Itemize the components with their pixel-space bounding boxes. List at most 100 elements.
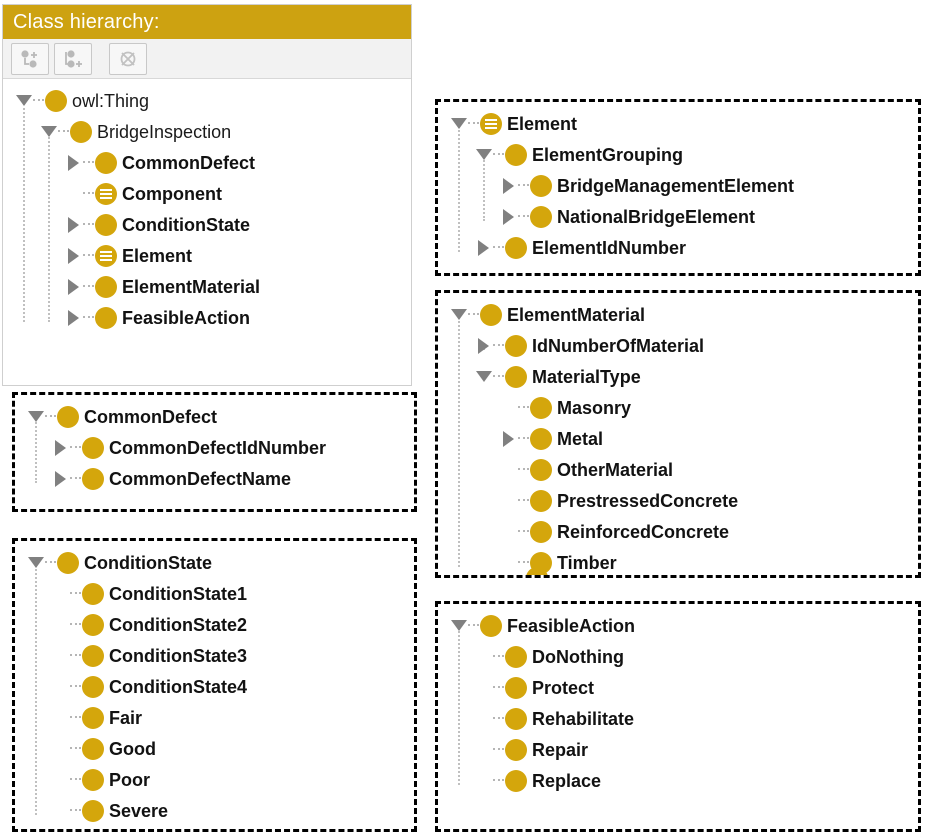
- expand-arrow-right-icon[interactable]: [500, 208, 517, 225]
- expand-arrow-down-icon[interactable]: [450, 617, 467, 634]
- class-icon[interactable]: [505, 769, 527, 792]
- class-label[interactable]: ConditionState: [122, 214, 250, 235]
- class-icon[interactable]: [82, 706, 104, 729]
- expand-arrow-down-icon[interactable]: [475, 368, 492, 385]
- class-label[interactable]: ReinforcedConcrete: [557, 521, 730, 542]
- tree-row[interactable]: CommonDefect: [15, 401, 414, 432]
- tree-row[interactable]: ConditionState3: [15, 640, 414, 671]
- tree-row[interactable]: ConditionState: [3, 209, 411, 240]
- class-icon[interactable]: [82, 436, 104, 459]
- class-icon[interactable]: [57, 405, 79, 428]
- tree-row[interactable]: Timber: [438, 547, 918, 575]
- tree-row[interactable]: FeasibleAction: [438, 610, 918, 641]
- expand-arrow-down-icon[interactable]: [40, 123, 57, 140]
- class-label[interactable]: Severe: [109, 800, 169, 821]
- tree-row[interactable]: ConditionState1: [15, 578, 414, 609]
- class-icon[interactable]: [505, 365, 527, 388]
- class-label[interactable]: Element: [122, 245, 193, 266]
- class-icon[interactable]: [530, 205, 552, 228]
- add-sibling-class-button[interactable]: [54, 42, 92, 75]
- class-icon[interactable]: [45, 89, 67, 112]
- expand-arrow-right-icon[interactable]: [65, 278, 82, 295]
- class-label[interactable]: Metal: [557, 428, 604, 449]
- class-label[interactable]: ElementIdNumber: [532, 237, 687, 258]
- class-label[interactable]: FeasibleAction: [507, 615, 636, 636]
- class-label[interactable]: Timber: [557, 552, 617, 573]
- class-label[interactable]: ElementMaterial: [507, 304, 646, 325]
- tree-row[interactable]: BridgeManagementElement: [438, 170, 918, 201]
- class-label[interactable]: Poor: [109, 769, 151, 790]
- tree-row[interactable]: Good: [15, 733, 414, 764]
- class-icon[interactable]: [505, 236, 527, 259]
- class-label[interactable]: Component: [122, 183, 222, 204]
- class-label[interactable]: Good: [109, 738, 156, 759]
- tree-row[interactable]: ElementIdNumber: [438, 232, 918, 263]
- class-icon[interactable]: [505, 645, 527, 668]
- class-label[interactable]: CommonDefectIdNumber: [109, 437, 327, 458]
- class-icon[interactable]: [82, 737, 104, 760]
- class-icon[interactable]: [82, 768, 104, 791]
- class-icon[interactable]: [82, 467, 104, 490]
- expand-arrow-down-icon[interactable]: [15, 92, 32, 109]
- expand-arrow-right-icon[interactable]: [475, 337, 492, 354]
- tree-row[interactable]: BridgeInspection: [3, 116, 411, 147]
- class-icon[interactable]: [480, 303, 502, 326]
- class-icon[interactable]: [505, 143, 527, 166]
- expand-arrow-down-icon[interactable]: [27, 408, 44, 425]
- class-label[interactable]: Element: [507, 113, 578, 134]
- tree-row[interactable]: ReinforcedConcrete: [438, 516, 918, 547]
- expand-arrow-down-icon[interactable]: [450, 115, 467, 132]
- tree-row[interactable]: CommonDefect: [3, 147, 411, 178]
- expand-arrow-right-icon[interactable]: [65, 216, 82, 233]
- expand-arrow-right-icon[interactable]: [475, 239, 492, 256]
- class-icon[interactable]: [505, 707, 527, 730]
- class-icon[interactable]: [530, 396, 552, 419]
- class-label[interactable]: ConditionState1: [109, 583, 247, 604]
- expand-arrow-down-icon[interactable]: [27, 554, 44, 571]
- class-icon[interactable]: [70, 120, 92, 143]
- class-icon[interactable]: [530, 174, 552, 197]
- class-label[interactable]: CommonDefect: [122, 152, 256, 173]
- class-icon[interactable]: [95, 151, 117, 174]
- tree-row[interactable]: Replace: [438, 765, 918, 796]
- tree-row[interactable]: Severe: [15, 795, 414, 826]
- class-icon[interactable]: [82, 644, 104, 667]
- class-label[interactable]: ElementGrouping: [532, 144, 684, 165]
- tree-row[interactable]: Rehabilitate: [438, 703, 918, 734]
- class-icon[interactable]: [82, 613, 104, 636]
- class-icon[interactable]: [95, 275, 117, 298]
- expand-arrow-right-icon[interactable]: [52, 439, 69, 456]
- expand-arrow-down-icon[interactable]: [475, 146, 492, 163]
- expand-arrow-right-icon[interactable]: [65, 309, 82, 326]
- class-icon[interactable]: [505, 334, 527, 357]
- defined-class-icon[interactable]: [95, 244, 117, 267]
- tree-row[interactable]: CommonDefectIdNumber: [15, 432, 414, 463]
- class-label[interactable]: BridgeManagementElement: [557, 175, 795, 196]
- class-icon[interactable]: [530, 427, 552, 450]
- tree-row[interactable]: Metal: [438, 423, 918, 454]
- expand-arrow-right-icon[interactable]: [500, 430, 517, 447]
- class-label[interactable]: Protect: [532, 677, 595, 698]
- class-label[interactable]: FeasibleAction: [122, 307, 251, 328]
- class-icon[interactable]: [57, 551, 79, 574]
- expand-arrow-right-icon[interactable]: [52, 470, 69, 487]
- expand-arrow-right-icon[interactable]: [500, 177, 517, 194]
- tree-row[interactable]: ElementGrouping: [438, 139, 918, 170]
- class-icon[interactable]: [82, 675, 104, 698]
- defined-class-icon[interactable]: [480, 112, 502, 135]
- class-label[interactable]: BridgeInspection: [97, 121, 232, 142]
- tree-row[interactable]: ConditionState4: [15, 671, 414, 702]
- tree-row[interactable]: Poor: [15, 764, 414, 795]
- tree-row[interactable]: ConditionState2: [15, 609, 414, 640]
- expand-arrow-right-icon[interactable]: [65, 247, 82, 264]
- class-label[interactable]: Rehabilitate: [532, 708, 635, 729]
- tree-row[interactable]: Protect: [438, 672, 918, 703]
- class-label[interactable]: Repair: [532, 739, 589, 760]
- class-icon[interactable]: [95, 213, 117, 236]
- tree-row[interactable]: FeasibleAction: [3, 302, 411, 333]
- class-icon[interactable]: [480, 614, 502, 637]
